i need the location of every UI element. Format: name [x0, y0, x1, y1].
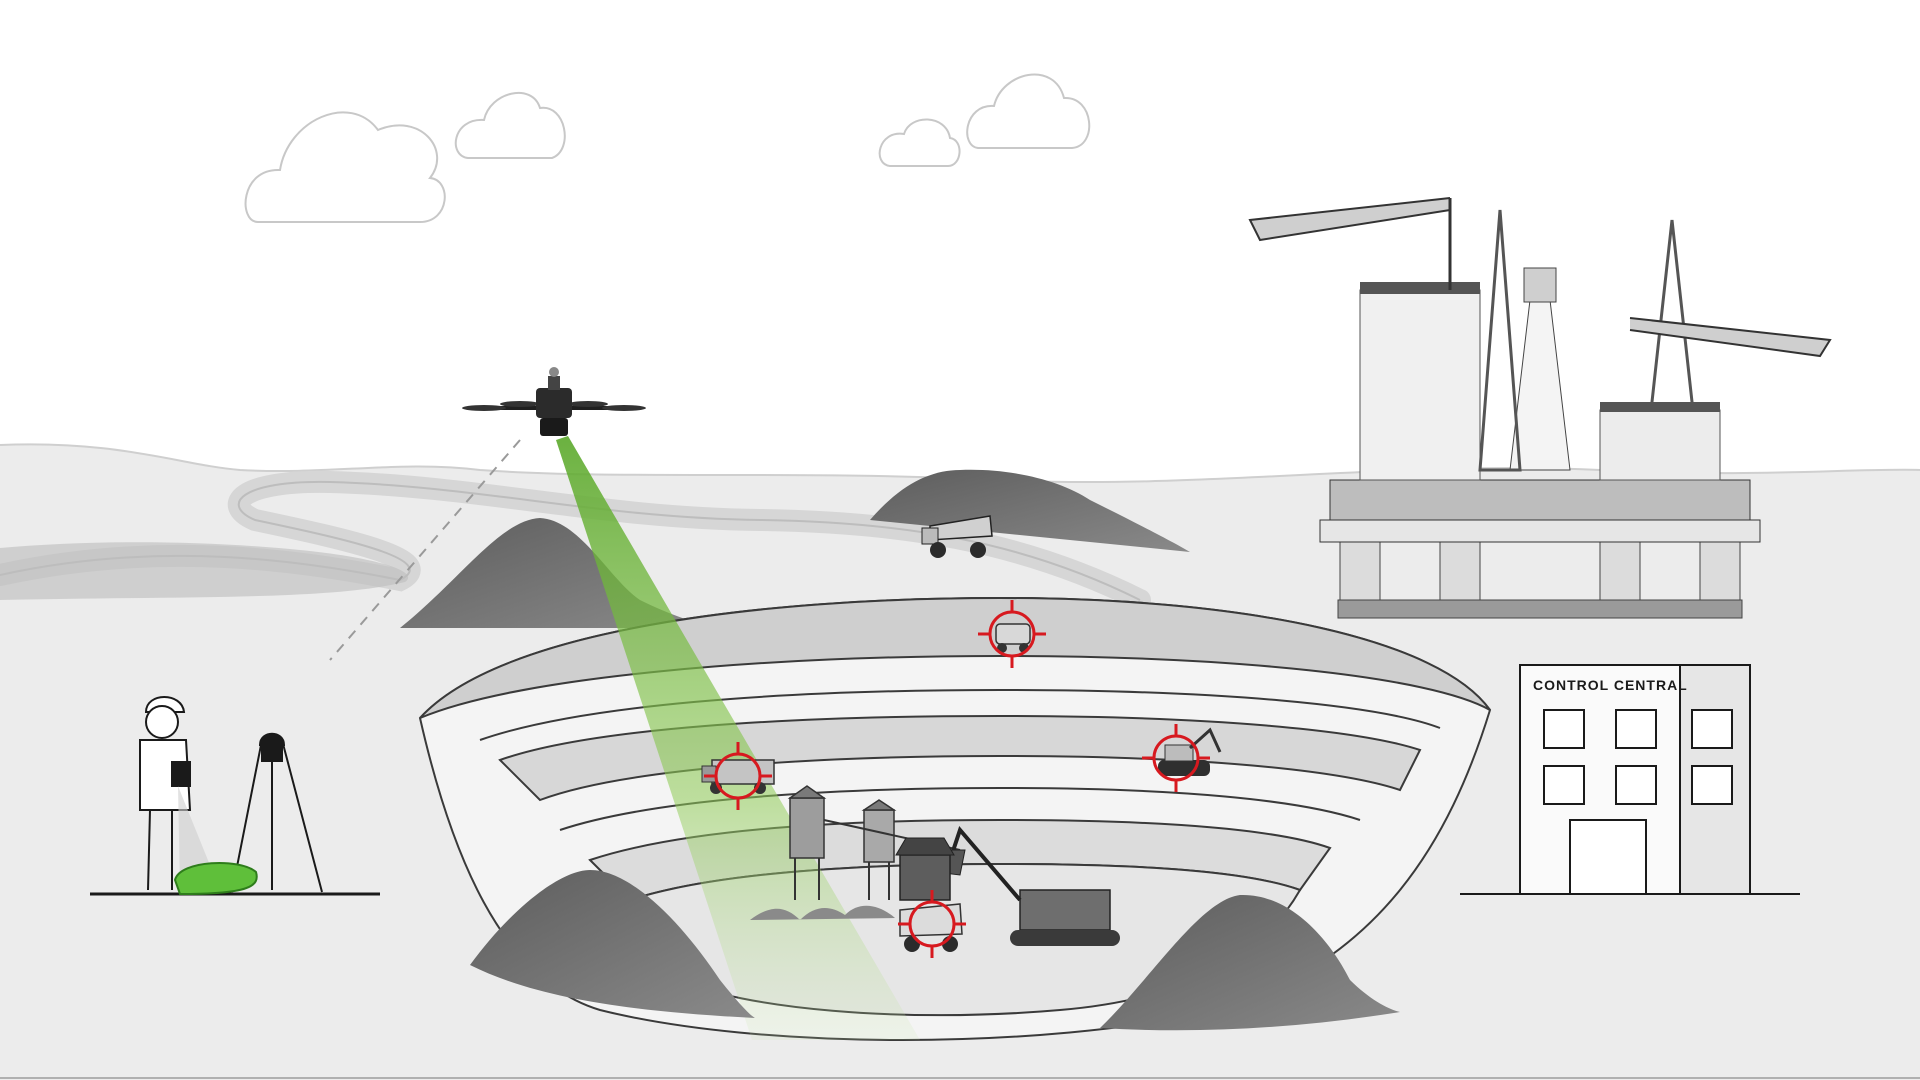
- silo-cap: [861, 799, 897, 811]
- surveyor: [90, 696, 380, 896]
- wheel: [970, 542, 986, 558]
- building-windows: [1543, 709, 1733, 805]
- equipment-case: [173, 862, 258, 896]
- cloud-icon: [244, 111, 446, 223]
- crusher: [895, 837, 955, 901]
- silo-cap: [787, 785, 827, 799]
- rig-leg: [1599, 539, 1641, 601]
- crusher-hopper: [895, 837, 955, 856]
- silo: [863, 809, 895, 863]
- building-door: [1569, 819, 1647, 895]
- control-central-building: CONTROL CENTRAL: [1460, 664, 1800, 895]
- telemetry-link: [329, 439, 521, 661]
- drill-truck-icon: [701, 759, 775, 794]
- wheel: [930, 542, 946, 558]
- haul-truck-road: [921, 515, 993, 558]
- rig-module: [1599, 409, 1721, 481]
- cloud-icon: [878, 118, 961, 167]
- drone-icon: [462, 367, 646, 436]
- control-central-sign: CONTROL CENTRAL: [1533, 677, 1688, 693]
- cloud-icon: [454, 91, 566, 159]
- shovel-tracks: [1010, 930, 1120, 946]
- rig-accommodation: [1359, 289, 1481, 481]
- crusher-body: [899, 854, 951, 901]
- ore-pile: [750, 905, 895, 920]
- rig-leg: [1439, 539, 1481, 601]
- rig-crane: [1629, 317, 1832, 358]
- gnss-tripod-icon: [231, 732, 323, 893]
- rig-pontoon: [1337, 599, 1743, 619]
- rig-deck-lower: [1319, 519, 1761, 543]
- target-excavator: [1142, 724, 1222, 792]
- target-reticle-icon: [898, 890, 966, 958]
- spoil-heap: [870, 469, 1190, 552]
- rig-derrick: [1478, 209, 1522, 472]
- rig-leg: [1699, 539, 1741, 601]
- silo-legs: [794, 858, 890, 900]
- oil-rig-icon: [1248, 197, 1832, 619]
- spoil-heaps-front: [470, 870, 1400, 1031]
- target-reticle-icon: [978, 600, 1046, 668]
- tablet-icon: [171, 761, 191, 787]
- pit-bench-2: [479, 688, 1441, 741]
- cloud-icon: [966, 73, 1091, 149]
- silo: [789, 797, 825, 859]
- spoil-heap: [1100, 894, 1400, 1031]
- target-reticle-icon: [704, 742, 772, 810]
- shovel-body: [1019, 889, 1111, 931]
- rig-crane: [1248, 197, 1451, 242]
- pit-wall-1: [419, 596, 1491, 719]
- pit-bench-3: [559, 786, 1361, 831]
- target-survey-rover: [978, 600, 1046, 668]
- target-haul-truck: [898, 890, 966, 958]
- spoil-heap: [470, 870, 755, 1018]
- water-pond: [0, 542, 409, 600]
- rig-deck: [1329, 479, 1751, 521]
- lidar-beam: [556, 436, 920, 1040]
- rig-leg: [1339, 539, 1381, 601]
- truck-cab: [921, 527, 939, 545]
- clouds: [244, 73, 1091, 223]
- target-reticle-icon: [1142, 724, 1210, 792]
- target-drill-truck: [701, 742, 775, 810]
